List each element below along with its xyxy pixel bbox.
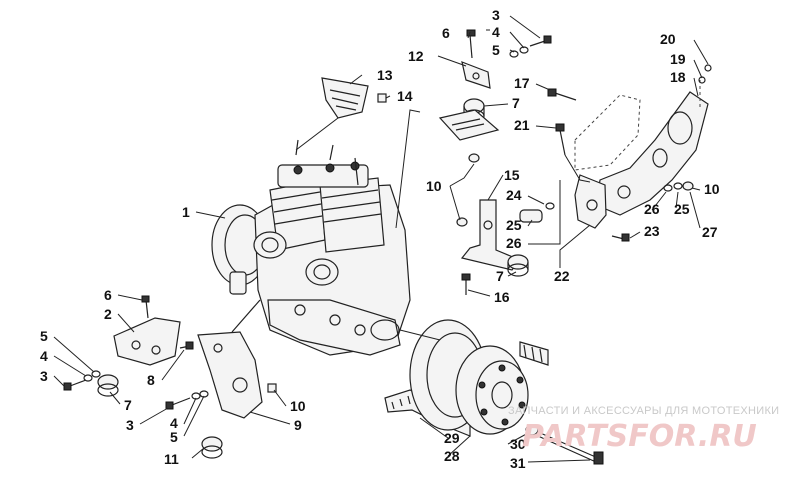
callout-1: 1 <box>182 204 190 220</box>
callout-28: 28 <box>444 448 460 464</box>
leader-lines <box>53 15 709 463</box>
watermark-tagline: ЗАПЧАСТИ И АКСЕССУАРЫ ДЛЯ МОТОТЕХНИКИ <box>508 405 779 417</box>
callout-7-right: 7 <box>496 268 504 284</box>
callout-18: 18 <box>670 69 686 85</box>
watermark-brand: PARTSFOR.RU <box>522 419 757 454</box>
callout-4-left: 4 <box>40 348 48 364</box>
callout-10-center: 10 <box>290 398 306 414</box>
callout-6-top: 6 <box>442 25 450 41</box>
callout-10-left: 10 <box>426 178 442 194</box>
callout-14: 14 <box>397 88 413 104</box>
left-front-mount <box>63 295 194 397</box>
callout-3-left: 3 <box>40 368 48 384</box>
callout-13: 13 <box>377 67 393 83</box>
callout-5-center: 5 <box>170 429 178 445</box>
callout-25-right: 25 <box>674 201 690 217</box>
callout-9: 9 <box>294 417 302 433</box>
callout-15: 15 <box>504 167 520 183</box>
callout-19: 19 <box>670 51 686 67</box>
callout-7-top: 7 <box>512 95 520 111</box>
upper-right-bracket <box>547 64 712 216</box>
callout-27: 27 <box>702 224 718 240</box>
callout-17: 17 <box>514 75 530 91</box>
callout-7-left: 7 <box>124 397 132 413</box>
callout-10-right: 10 <box>704 181 720 197</box>
callout-25-left: 25 <box>506 217 522 233</box>
engine-assembly <box>211 139 411 356</box>
callout-4-top: 4 <box>492 24 500 40</box>
callout-8: 8 <box>147 372 155 388</box>
callout-20: 20 <box>660 31 676 47</box>
callout-30: 30 <box>510 436 526 452</box>
callout-3-top: 3 <box>492 7 500 23</box>
watermark: ЗАПЧАСТИ И АКСЕССУАРЫ ДЛЯ МОТОТЕХНИКИ PA… <box>508 405 779 454</box>
callout-6-left: 6 <box>104 287 112 303</box>
callout-2: 2 <box>104 306 112 322</box>
callout-labels: 3 4 5 6 12 13 14 7 17 20 19 18 21 10 15 … <box>40 7 720 471</box>
callout-21: 21 <box>514 117 530 133</box>
callout-11: 11 <box>164 451 179 467</box>
callout-31: 31 <box>510 455 526 471</box>
callout-22: 22 <box>554 268 570 284</box>
top-mount-bracket <box>438 29 552 163</box>
center-bottom-mount <box>165 299 277 459</box>
drive-clutch <box>384 319 604 465</box>
callout-12: 12 <box>408 48 424 64</box>
callout-16: 16 <box>494 289 510 305</box>
callout-5-left: 5 <box>40 328 48 344</box>
callout-26-right: 26 <box>644 201 660 217</box>
right-side-mount <box>456 174 694 295</box>
callout-23: 23 <box>644 223 660 239</box>
callout-4-center: 4 <box>170 415 178 431</box>
callout-26-left: 26 <box>506 235 522 251</box>
callout-3-center: 3 <box>126 417 134 433</box>
callout-24: 24 <box>506 187 522 203</box>
plug-boot <box>321 77 387 119</box>
callout-5-top: 5 <box>492 42 500 58</box>
callout-29: 29 <box>444 430 460 446</box>
